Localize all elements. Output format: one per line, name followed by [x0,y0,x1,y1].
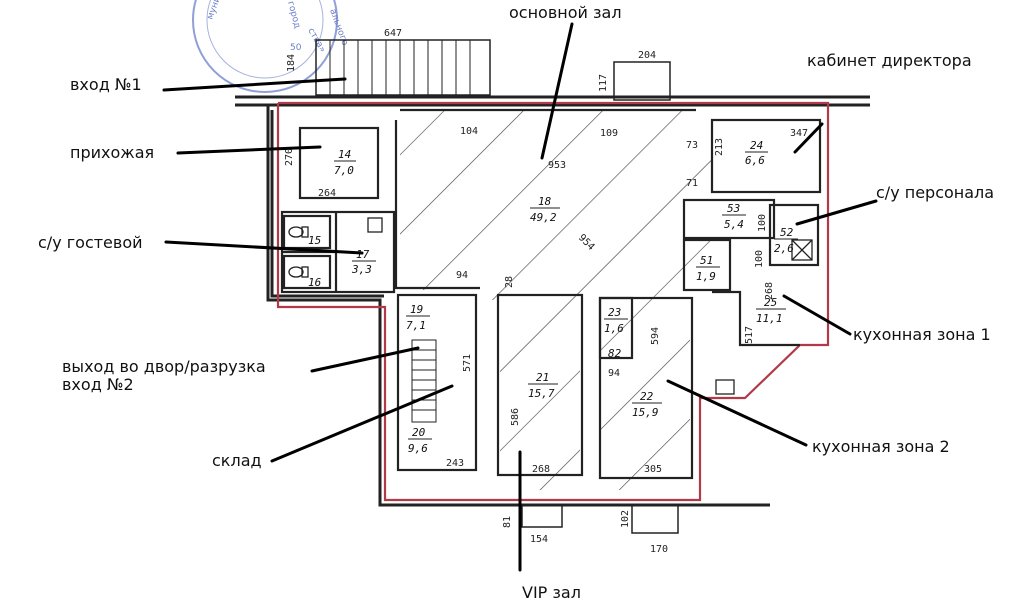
dim-204: 204 [638,50,656,61]
room-22-area: 15,9 [632,406,659,419]
dim-184: 184 [286,54,297,72]
label-vip-hall: VIP зал [522,583,581,602]
room-52-area: 2,6 [774,242,794,255]
dim-305: 305 [644,464,662,475]
room-17-area: 3,3 [351,263,372,276]
dim-154: 154 [530,534,548,545]
building-walls [235,95,870,507]
stamp-text-4: муни [205,0,223,21]
stamp-seal: ального ства» город муни 50 [192,0,350,93]
room-20-num: 20 [412,426,426,439]
room-19-num: 19 [410,303,423,316]
label-main-hall: основной зал [509,3,622,22]
label-director-office: кабинет директора [807,51,972,70]
dim-94b: 94 [608,368,620,379]
dim-571: 571 [462,354,473,372]
dim-517: 517 [744,326,755,344]
room-53-num: 53 [727,202,740,215]
room-51-num: 51 [700,254,713,267]
room-25-area: 11,1 [756,312,783,325]
room-21-num: 21 [536,371,549,384]
toilet-icons [288,217,813,395]
label-kitchen-2: кухонная зона 2 [812,437,950,456]
dim-268b: 268 [532,464,550,475]
dim-647: 647 [384,28,402,39]
room-51-area: 1,9 [696,270,716,283]
label-kitchen-1: кухонная зона 1 [853,325,991,344]
dim-81: 81 [502,516,513,528]
dim-594: 594 [650,327,661,345]
label-hallway: прихожая [70,143,155,162]
dim-100a: 100 [757,214,768,232]
room-14-num: 14 [338,148,351,161]
premises-outline [276,101,830,502]
room-14-area: 7,0 [334,164,354,177]
room-24-num: 24 [750,139,763,152]
dim-104: 104 [460,126,478,137]
hatched-area [400,110,712,490]
callout-lines [162,22,878,572]
dim-28: 28 [504,276,515,288]
room-21-area: 15,7 [528,387,555,400]
room-22-num: 22 [640,390,654,403]
room-15-num: 15 [308,234,321,247]
dim-347: 347 [790,128,808,139]
label-entrance-1: вход №1 [70,75,142,94]
dim-102: 102 [620,510,631,528]
stamp-text-3: город [285,0,302,29]
room-19-area: 7,1 [406,319,426,332]
dim-73: 73 [686,140,698,151]
bottom-porches [521,504,679,534]
dim-243: 243 [446,458,464,469]
dim-213: 213 [714,138,725,156]
room-52-num: 52 [780,226,794,239]
room-24-area: 6,6 [745,154,765,167]
entrance-stairs [315,39,491,96]
stamp-text-1: ального [327,8,350,48]
room-20-area: 9,6 [408,442,428,455]
dim-94a: 94 [456,270,468,281]
label-guest-wc: с/у гостевой [38,233,143,252]
room-23-area: 1,6 [604,322,624,335]
dim-953: 953 [548,160,566,171]
dim-170: 170 [650,544,668,555]
room-53-area: 5,4 [724,218,744,231]
dim-71: 71 [686,178,698,189]
room-82-num: 82 [608,347,622,360]
room-17-num: 17 [356,248,370,261]
room-18-num: 18 [538,195,552,208]
label-storage: склад [212,451,262,470]
room-23-num: 23 [608,306,621,319]
dim-586: 586 [510,408,521,426]
label-exit-yard: выход во двор/разрузка [62,357,266,376]
storage-stairs [411,339,437,423]
dim-100b: 100 [754,250,765,268]
room-25-num: 25 [764,296,777,309]
top-porch [613,61,671,101]
room-labels: 14 7,0 18 49,2 24 6,6 53 5,4 52 2,6 51 1… [308,139,798,455]
dim-109: 109 [600,128,618,139]
room-18-area: 49,2 [530,211,557,224]
dim-264: 264 [318,188,336,199]
label-staff-wc: с/у персонала [876,183,995,202]
dim-270: 270 [284,148,295,166]
label-entrance-2: вход №2 [62,375,134,394]
dim-268a: 268 [764,282,775,300]
stamp-text-5: 50 [290,43,302,53]
dim-117: 117 [598,74,609,92]
room-16-num: 16 [308,276,322,289]
